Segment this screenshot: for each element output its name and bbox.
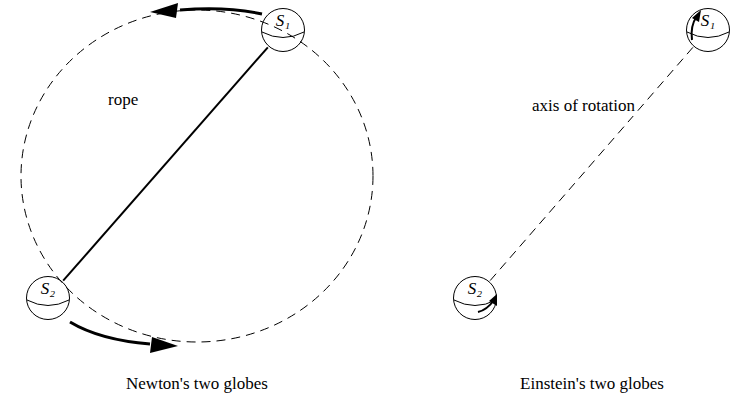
globe: S₂ xyxy=(452,275,498,321)
orbit-arrow xyxy=(70,322,150,344)
globe-label: S₂ xyxy=(25,280,71,298)
caption: Newton's two globes xyxy=(126,374,268,394)
globe: S₁ xyxy=(260,7,306,53)
globe-label: S₁ xyxy=(685,12,731,30)
caption: Einstein's two globes xyxy=(520,374,664,394)
globe: S₂ xyxy=(25,275,71,321)
orbit-arrow xyxy=(180,9,262,14)
rope-line xyxy=(63,47,268,280)
edge-label: axis of rotation xyxy=(530,96,637,116)
orbit-arrowhead xyxy=(150,337,178,353)
globe: S₁ xyxy=(685,7,731,53)
orbit-circle xyxy=(21,10,373,342)
axis-line xyxy=(490,47,693,280)
edge-label: rope xyxy=(108,90,138,110)
globe-label: S₁ xyxy=(260,12,306,30)
globe-label: S₂ xyxy=(452,280,498,298)
orbit-arrowhead xyxy=(150,3,178,18)
